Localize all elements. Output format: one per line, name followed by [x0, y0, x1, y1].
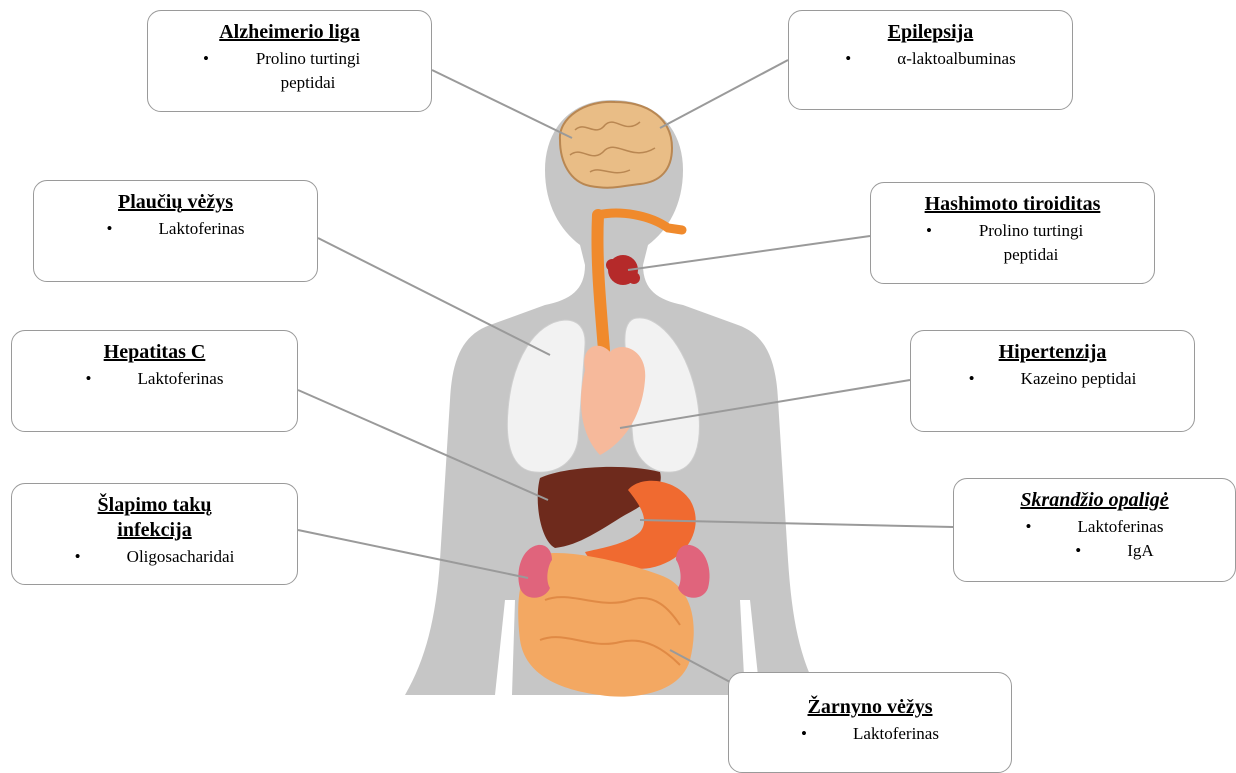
list-item: • Oligosacharidai	[12, 545, 297, 569]
item-text: Laktoferinas	[159, 219, 245, 238]
callout-hypertension: Hipertenzija • Kazeino peptidai	[910, 330, 1195, 432]
callout-title: Epilepsija	[789, 20, 1072, 45]
list-item: • Laktoferinas	[12, 367, 297, 391]
bullet-icon: •	[926, 219, 944, 243]
callout-title: Šlapimo takų infekcija	[80, 493, 230, 543]
item-text: Laktoferinas	[1078, 517, 1164, 536]
connector-lung-cancer	[318, 238, 550, 355]
item-text: IgA	[1127, 541, 1153, 560]
callout-title: Hepatitas C	[12, 340, 297, 365]
callout-list: • Oligosacharidai	[12, 545, 297, 569]
callout-title: Alzheimerio liga	[148, 20, 431, 45]
bullet-icon: •	[1026, 515, 1044, 539]
list-item: • IgA	[994, 539, 1235, 563]
bullet-icon: •	[75, 545, 93, 569]
bullet-icon: •	[86, 367, 104, 391]
list-item: • Prolino turtingi peptidai	[871, 219, 1154, 267]
bullet-icon: •	[969, 367, 987, 391]
list-item: • Kazeino peptidai	[911, 367, 1194, 391]
callout-hepatitis: Hepatitas C • Laktoferinas	[11, 330, 298, 432]
connector-alzheimer	[432, 70, 572, 138]
callout-list: • α-laktoalbuminas	[789, 47, 1072, 71]
item-text: Laktoferinas	[138, 369, 224, 388]
callout-list: • Laktoferinas	[34, 217, 317, 241]
bullet-icon: •	[845, 47, 863, 71]
list-item: • α-laktoalbuminas	[789, 47, 1072, 71]
item-text: Prolino turtingi peptidai	[961, 219, 1101, 267]
connector-epilepsy	[660, 60, 788, 128]
bullet-icon: •	[801, 722, 819, 746]
item-text: α-laktoalbuminas	[897, 49, 1015, 68]
callout-uti: Šlapimo takų infekcija • Oligosacharidai	[11, 483, 298, 585]
list-item: • Laktoferinas	[34, 217, 317, 241]
bullet-icon: •	[1075, 539, 1093, 563]
callout-title: Skrandžio opaligė	[954, 488, 1235, 513]
item-text: Prolino turtingi peptidai	[238, 47, 378, 95]
callout-list: • Kazeino peptidai	[911, 367, 1194, 391]
item-text: Laktoferinas	[853, 724, 939, 743]
callout-title: Plaučių vėžys	[34, 190, 317, 215]
callout-list: • Prolino turtingi peptidai	[148, 47, 431, 95]
bullet-icon: •	[107, 217, 125, 241]
callout-title: Hashimoto tiroiditas	[871, 192, 1154, 217]
callout-title: Hipertenzija	[911, 340, 1194, 365]
callout-epilepsy: Epilepsija • α-laktoalbuminas	[788, 10, 1073, 110]
callout-bowel-cancer: Žarnyno vėžys • Laktoferinas	[728, 672, 1012, 773]
callout-list: • Laktoferinas • IgA	[954, 515, 1235, 563]
callout-stomach: Skrandžio opaligė • Laktoferinas • IgA	[953, 478, 1236, 582]
callout-lung-cancer: Plaučių vėžys • Laktoferinas	[33, 180, 318, 282]
callout-hashimoto: Hashimoto tiroiditas • Prolino turtingi …	[870, 182, 1155, 284]
callout-list: • Laktoferinas	[12, 367, 297, 391]
callout-list: • Laktoferinas	[729, 722, 1011, 746]
list-item: • Laktoferinas	[729, 722, 1011, 746]
callout-title: Žarnyno vėžys	[729, 695, 1011, 720]
callout-list: • Prolino turtingi peptidai	[871, 219, 1154, 267]
brain	[560, 102, 672, 188]
item-text: Kazeino peptidai	[1021, 369, 1137, 388]
esophagus	[597, 215, 604, 350]
list-item: • Prolino turtingi peptidai	[148, 47, 431, 95]
item-text: Oligosacharidai	[127, 547, 235, 566]
callout-alzheimer: Alzheimerio liga • Prolino turtingi pept…	[147, 10, 432, 112]
bullet-icon: •	[203, 47, 221, 71]
connector-hashimoto	[628, 236, 870, 270]
list-item: • Laktoferinas	[954, 515, 1235, 539]
